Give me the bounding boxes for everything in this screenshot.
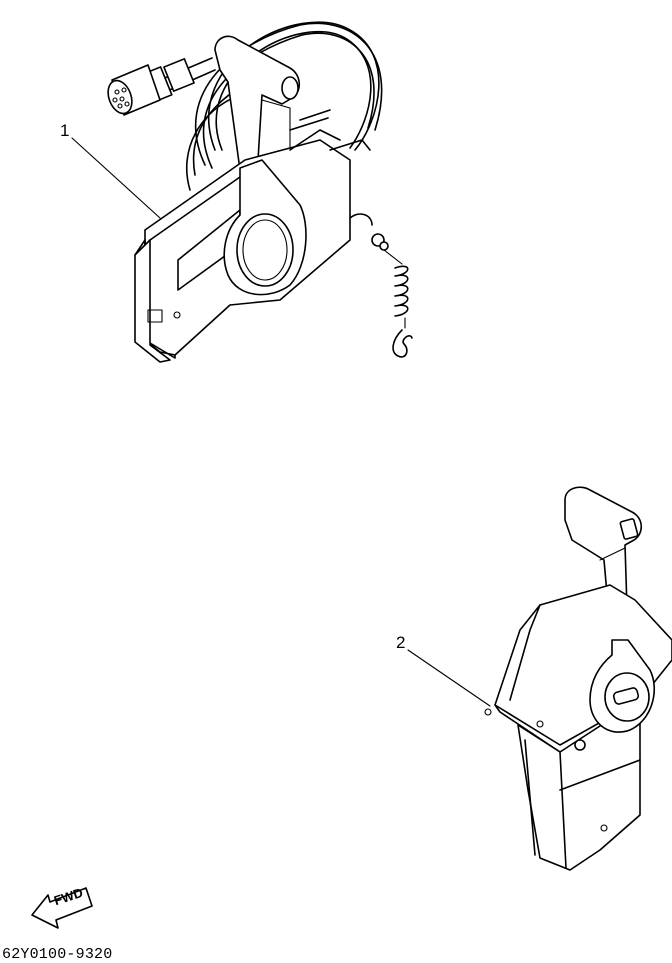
wire-harness-coil xyxy=(185,21,383,191)
top-mount-lever-hub xyxy=(589,639,655,733)
remote-control-box-top-mount xyxy=(484,486,672,871)
diagram-part-code: 62Y0100-9320 xyxy=(2,946,113,963)
leader-line-1 xyxy=(71,137,161,219)
control-lever xyxy=(214,35,301,171)
harness-connector xyxy=(107,57,216,116)
remote-control-box-side-mount xyxy=(107,21,413,363)
fwd-arrow-icon xyxy=(31,887,93,929)
top-mount-body xyxy=(517,699,641,871)
callout-number-2: 2 xyxy=(396,633,406,652)
lever-hub xyxy=(223,159,307,296)
callout-number-1: 1 xyxy=(60,121,70,140)
emergency-stop-lanyard xyxy=(349,213,413,358)
leader-line-2 xyxy=(407,649,491,707)
